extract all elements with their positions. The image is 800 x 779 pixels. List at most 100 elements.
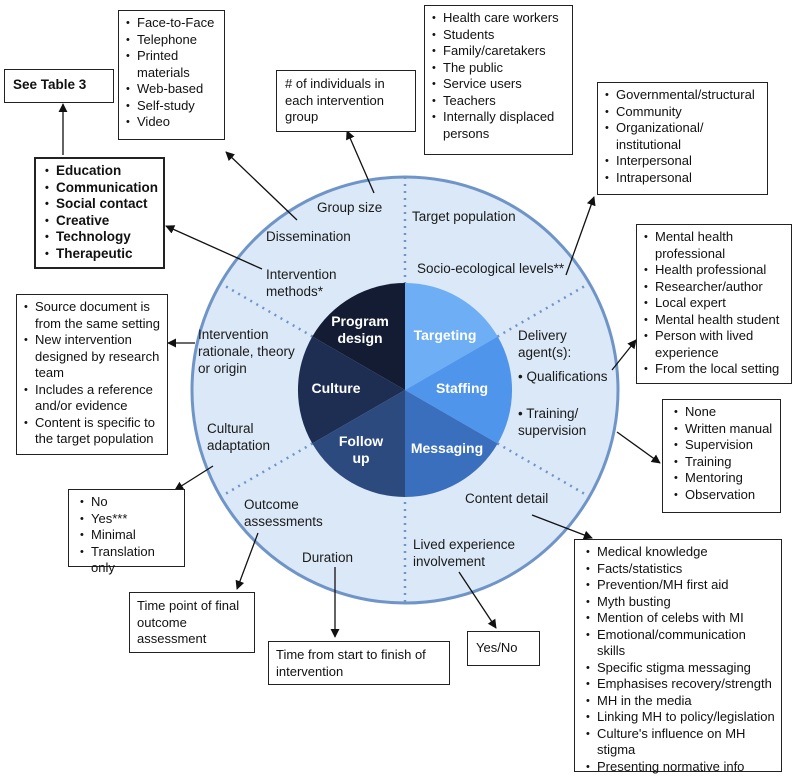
list-item: Face-to-Face [126, 15, 218, 32]
list-item: Person with lived experience [644, 328, 785, 361]
label-target-population: Target population [412, 209, 516, 224]
list-item: Emphasises recovery/strength [586, 676, 775, 693]
list-item: Mentoring [674, 470, 774, 487]
list-item: Culture's influence on MH stigma [586, 726, 775, 759]
target-population-list: Health care workers Students Family/care… [431, 10, 566, 142]
list-item: Translation only [80, 544, 178, 577]
see-table-3-label: See Table 3 [13, 77, 87, 92]
list-item: Web-based [126, 81, 218, 98]
group-size-box-text: # of individuals in each intervention gr… [285, 76, 385, 124]
inner-label-culture: Culture [311, 380, 361, 396]
list-item: Creative [45, 213, 157, 230]
label-intervention-rationale: Intervention rationale, theory or origin [198, 327, 295, 376]
outcome-timepoint-text: Time point of final outcome assessment [137, 598, 240, 646]
list-item: Mental health student [644, 312, 785, 329]
list-item: Emotional/communication skills [586, 627, 775, 660]
list-item: Technology [45, 229, 157, 246]
wedge-program-design [312, 283, 405, 390]
qualifications-box: Mental health professional Health profes… [636, 224, 792, 384]
list-item: Local expert [644, 295, 785, 312]
inner-label-staffing: Staffing [435, 380, 489, 396]
label-intervention-methods: Intervention methods* [266, 267, 337, 299]
training-box: None Written manual Supervision Training… [662, 399, 781, 513]
inner-label-messaging: Messaging [410, 440, 484, 456]
ring-dividers [219, 177, 591, 603]
list-item: Prevention/MH first aid [586, 577, 775, 594]
label-dissemination: Dissemination [266, 229, 351, 244]
duration-box-text: Time from start to finish of interventio… [276, 647, 426, 679]
content-detail-list: Medical knowledge Facts/statistics Preve… [585, 544, 775, 775]
list-item: Mental health professional [644, 229, 785, 262]
list-item: Health professional [644, 262, 785, 279]
inner-label-program-design: Program design [331, 313, 389, 346]
list-item: Researcher/author [644, 279, 785, 296]
inner-label-follow-up: Follow up [338, 433, 384, 466]
list-item: Training [674, 454, 774, 471]
dissemination-modes-box: Face-to-Face Telephone Printed materials… [118, 10, 225, 140]
list-item: Medical knowledge [586, 544, 775, 561]
list-item: Social contact [45, 196, 157, 213]
list-item: Presenting normative info [586, 759, 775, 776]
training-list: None Written manual Supervision Training… [673, 404, 774, 503]
list-item: MH in the media [586, 693, 775, 710]
list-item: Minimal [80, 527, 178, 544]
list-item: Governmental/structural [605, 87, 761, 104]
lived-experience-yesno-text: Yes/No [476, 640, 518, 655]
wedge-targeting [405, 283, 498, 390]
list-item: Printed materials [126, 48, 218, 81]
list-item: Written manual [674, 421, 774, 438]
lived-experience-yesno-box: Yes/No [467, 631, 540, 666]
cultural-adaptation-box: No Yes*** Minimal Translation only [68, 489, 185, 575]
label-delivery-agents: Delivery agent(s): [518, 328, 572, 360]
wedge-messaging [405, 390, 498, 497]
label-socio-ecological-levels: Socio-ecological levels** [417, 261, 565, 276]
list-item: None [674, 404, 774, 421]
list-item: Education [45, 163, 157, 180]
rationale-box: Source document is from the same setting… [16, 294, 168, 455]
label-duration: Duration [302, 550, 354, 565]
list-item: Facts/statistics [586, 561, 775, 578]
wedge-culture [297, 336, 405, 444]
qualifications-list: Mental health professional Health profes… [643, 229, 785, 378]
list-item: Content is specific to the target popula… [24, 415, 161, 448]
wedge-follow-up [312, 390, 405, 498]
list-item: From the local setting [644, 361, 785, 378]
target-population-box: Health care workers Students Family/care… [424, 5, 573, 155]
list-item: Internally displaced persons [432, 109, 566, 142]
socio-ecological-levels-list: Governmental/structural Community Organi… [604, 87, 761, 186]
see-table-3-box: See Table 3 [4, 69, 114, 103]
outcome-timepoint-box: Time point of final outcome assessment [129, 592, 255, 653]
label-cultural-adaptation: Cultural adaptation [207, 421, 271, 453]
list-item: Communication [45, 180, 158, 197]
list-item: Mention of celebs with MI [586, 610, 775, 627]
label-group-size: Group size [317, 200, 383, 215]
inner-pie [297, 283, 513, 498]
inner-label-targeting: Targeting [413, 327, 477, 343]
label-training-supervision: • Training/ supervision [518, 406, 587, 438]
list-item: Community [605, 104, 761, 121]
content-detail-box: Medical knowledge Facts/statistics Preve… [574, 539, 782, 775]
list-item: Family/caretakers [432, 43, 566, 60]
list-item: Intrapersonal [605, 170, 761, 187]
list-item: No [80, 494, 178, 511]
group-size-box: # of individuals in each intervention gr… [276, 70, 416, 132]
list-item: Therapeutic [45, 246, 157, 263]
list-item: Linking MH to policy/legislation [586, 709, 775, 726]
label-outcome-assessments: Outcome assessments [244, 497, 323, 529]
intervention-methods-list: Education Communication Social contact C… [44, 163, 158, 263]
rationale-list: Source document is from the same setting… [23, 299, 161, 448]
dissemination-modes-list: Face-to-Face Telephone Printed materials… [125, 15, 218, 131]
list-item: Teachers [432, 93, 566, 110]
list-item: Yes*** [80, 511, 178, 528]
list-item: Source document is from the same setting [24, 299, 161, 332]
list-item: Observation [674, 487, 774, 504]
duration-box: Time from start to finish of interventio… [268, 641, 450, 685]
label-lived-experience: Lived experience involvement [413, 537, 516, 569]
connector-arrows [58, 103, 661, 638]
list-item: Students [432, 27, 566, 44]
list-item: Self-study [126, 98, 218, 115]
intervention-methods-box: Education Communication Social contact C… [34, 157, 165, 269]
label-content-detail: Content detail [465, 491, 549, 506]
list-item: Supervision [674, 437, 774, 454]
